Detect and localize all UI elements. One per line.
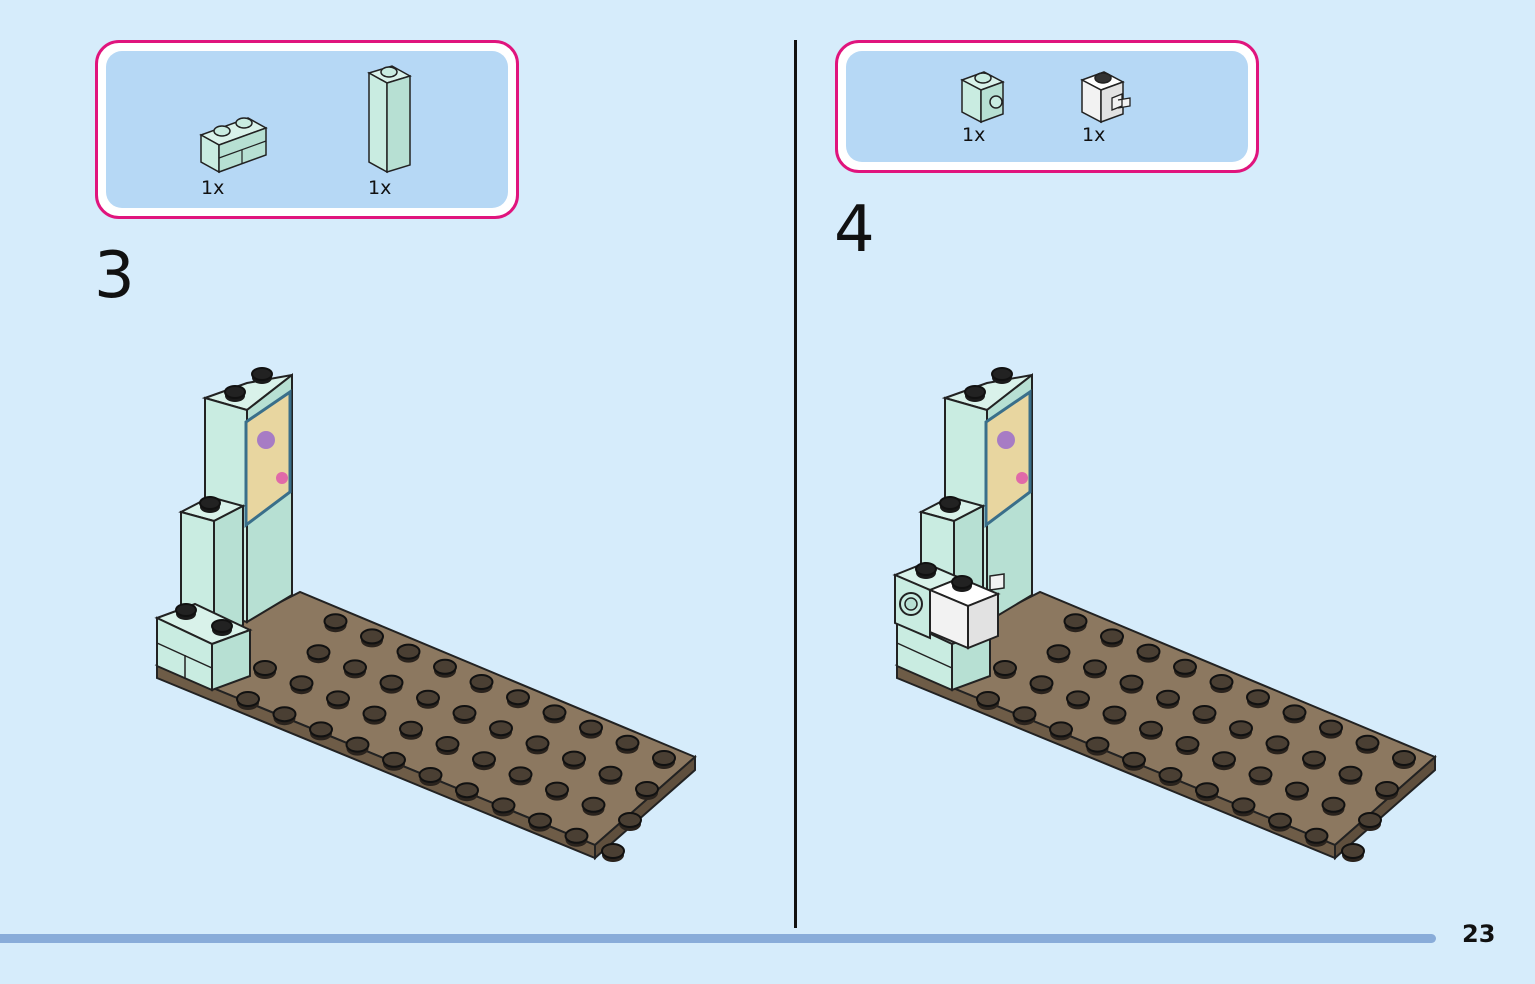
baseplate-stud bbox=[977, 692, 999, 710]
baseplate-stud bbox=[1233, 798, 1255, 816]
brick-1x1x3-column-icon bbox=[369, 66, 410, 172]
baseplate-stud bbox=[274, 707, 296, 725]
baseplate-stud bbox=[1014, 707, 1036, 725]
baseplate-stud bbox=[1306, 829, 1328, 847]
baseplate-stud bbox=[1104, 707, 1126, 725]
baseplate-stud bbox=[1357, 736, 1379, 754]
baseplate-stud bbox=[1269, 814, 1291, 832]
baseplate-stud bbox=[1211, 675, 1233, 693]
baseplate-stud bbox=[1140, 722, 1162, 740]
baseplate-stud bbox=[456, 783, 478, 801]
baseplate-stud bbox=[1340, 767, 1362, 785]
baseplate-stud bbox=[600, 767, 622, 785]
baseplate-stud bbox=[327, 691, 349, 709]
baseplate-stud bbox=[507, 690, 529, 708]
baseplate-stud bbox=[527, 736, 549, 754]
baseplate-stud bbox=[344, 660, 366, 678]
baseplate-stud bbox=[1050, 722, 1072, 740]
baseplate-stud bbox=[1320, 721, 1342, 739]
baseplate-stud bbox=[1123, 753, 1145, 771]
baseplate-stud bbox=[490, 721, 512, 739]
brick-1x2-masonry-icon bbox=[201, 118, 266, 172]
baseplate-stud bbox=[254, 661, 276, 679]
baseplate-stud bbox=[1067, 691, 1089, 709]
baseplate-stud bbox=[471, 675, 493, 693]
baseplate-stud bbox=[310, 722, 332, 740]
baseplate-stud bbox=[1213, 752, 1235, 770]
baseplate-stud bbox=[1194, 706, 1216, 724]
baseplate-stud bbox=[1138, 645, 1160, 663]
baseplate-stud bbox=[1286, 783, 1308, 801]
baseplate-stud bbox=[1084, 660, 1106, 678]
step-3-model bbox=[157, 368, 695, 862]
baseplate-stud bbox=[325, 614, 347, 632]
baseplate-stud bbox=[1031, 676, 1053, 694]
baseplate-stud bbox=[1048, 645, 1070, 663]
baseplate-stud bbox=[1284, 705, 1306, 723]
baseplate-stud bbox=[617, 736, 639, 754]
baseplate-stud bbox=[544, 705, 566, 723]
baseplate-stud bbox=[308, 645, 330, 663]
baseplate-stud bbox=[420, 768, 442, 786]
baseplate-stud bbox=[364, 707, 386, 725]
baseplate-stud bbox=[381, 676, 403, 694]
baseplate-stud bbox=[1157, 691, 1179, 709]
baseplate-stud bbox=[563, 752, 585, 770]
baseplate-stud bbox=[1121, 676, 1143, 694]
baseplate-stud bbox=[347, 738, 369, 756]
baseplate-stud bbox=[1101, 629, 1123, 647]
brick-1x1-side-stud-icon bbox=[962, 72, 1003, 122]
baseplate-stud bbox=[1230, 721, 1252, 739]
baseplate-stud bbox=[1323, 798, 1345, 816]
baseplate-stud bbox=[1303, 752, 1325, 770]
baseplate-stud bbox=[1267, 736, 1289, 754]
baseplate-stud bbox=[1065, 614, 1087, 632]
baseplate-stud bbox=[383, 753, 405, 771]
baseplate-stud bbox=[546, 783, 568, 801]
baseplate-stud bbox=[361, 629, 383, 647]
baseplate-stud bbox=[1393, 751, 1415, 769]
baseplate-stud bbox=[602, 844, 624, 862]
brick-1x1-clip-icon bbox=[1082, 72, 1130, 122]
baseplate-stud bbox=[437, 737, 459, 755]
baseplate-stud bbox=[636, 782, 658, 800]
baseplate-stud bbox=[1247, 690, 1269, 708]
baseplate-stud bbox=[1250, 767, 1272, 785]
baseplate-stud bbox=[510, 767, 532, 785]
baseplate-stud bbox=[291, 676, 313, 694]
baseplate-stud bbox=[1160, 768, 1182, 786]
baseplate-stud bbox=[473, 752, 495, 770]
baseplate-stud bbox=[493, 798, 515, 816]
baseplate-stud bbox=[1376, 782, 1398, 800]
baseplate-stud bbox=[529, 814, 551, 832]
baseplate-stud bbox=[1342, 844, 1364, 862]
baseplate-stud bbox=[619, 813, 641, 831]
baseplate-stud bbox=[653, 751, 675, 769]
baseplate-stud bbox=[454, 706, 476, 724]
baseplate-stud bbox=[1177, 737, 1199, 755]
baseplate-stud bbox=[237, 692, 259, 710]
baseplate-stud bbox=[994, 661, 1016, 679]
baseplate-stud bbox=[417, 691, 439, 709]
baseplate-stud bbox=[400, 722, 422, 740]
baseplate-stud bbox=[1087, 738, 1109, 756]
baseplate-stud bbox=[1359, 813, 1381, 831]
step-4-model bbox=[895, 368, 1435, 862]
baseplate-stud bbox=[1174, 660, 1196, 678]
baseplate-stud bbox=[434, 660, 456, 678]
baseplate-stud bbox=[566, 829, 588, 847]
baseplate-stud bbox=[1196, 783, 1218, 801]
baseplate-stud bbox=[583, 798, 605, 816]
baseplate-stud bbox=[398, 645, 420, 663]
baseplate-stud bbox=[580, 721, 602, 739]
